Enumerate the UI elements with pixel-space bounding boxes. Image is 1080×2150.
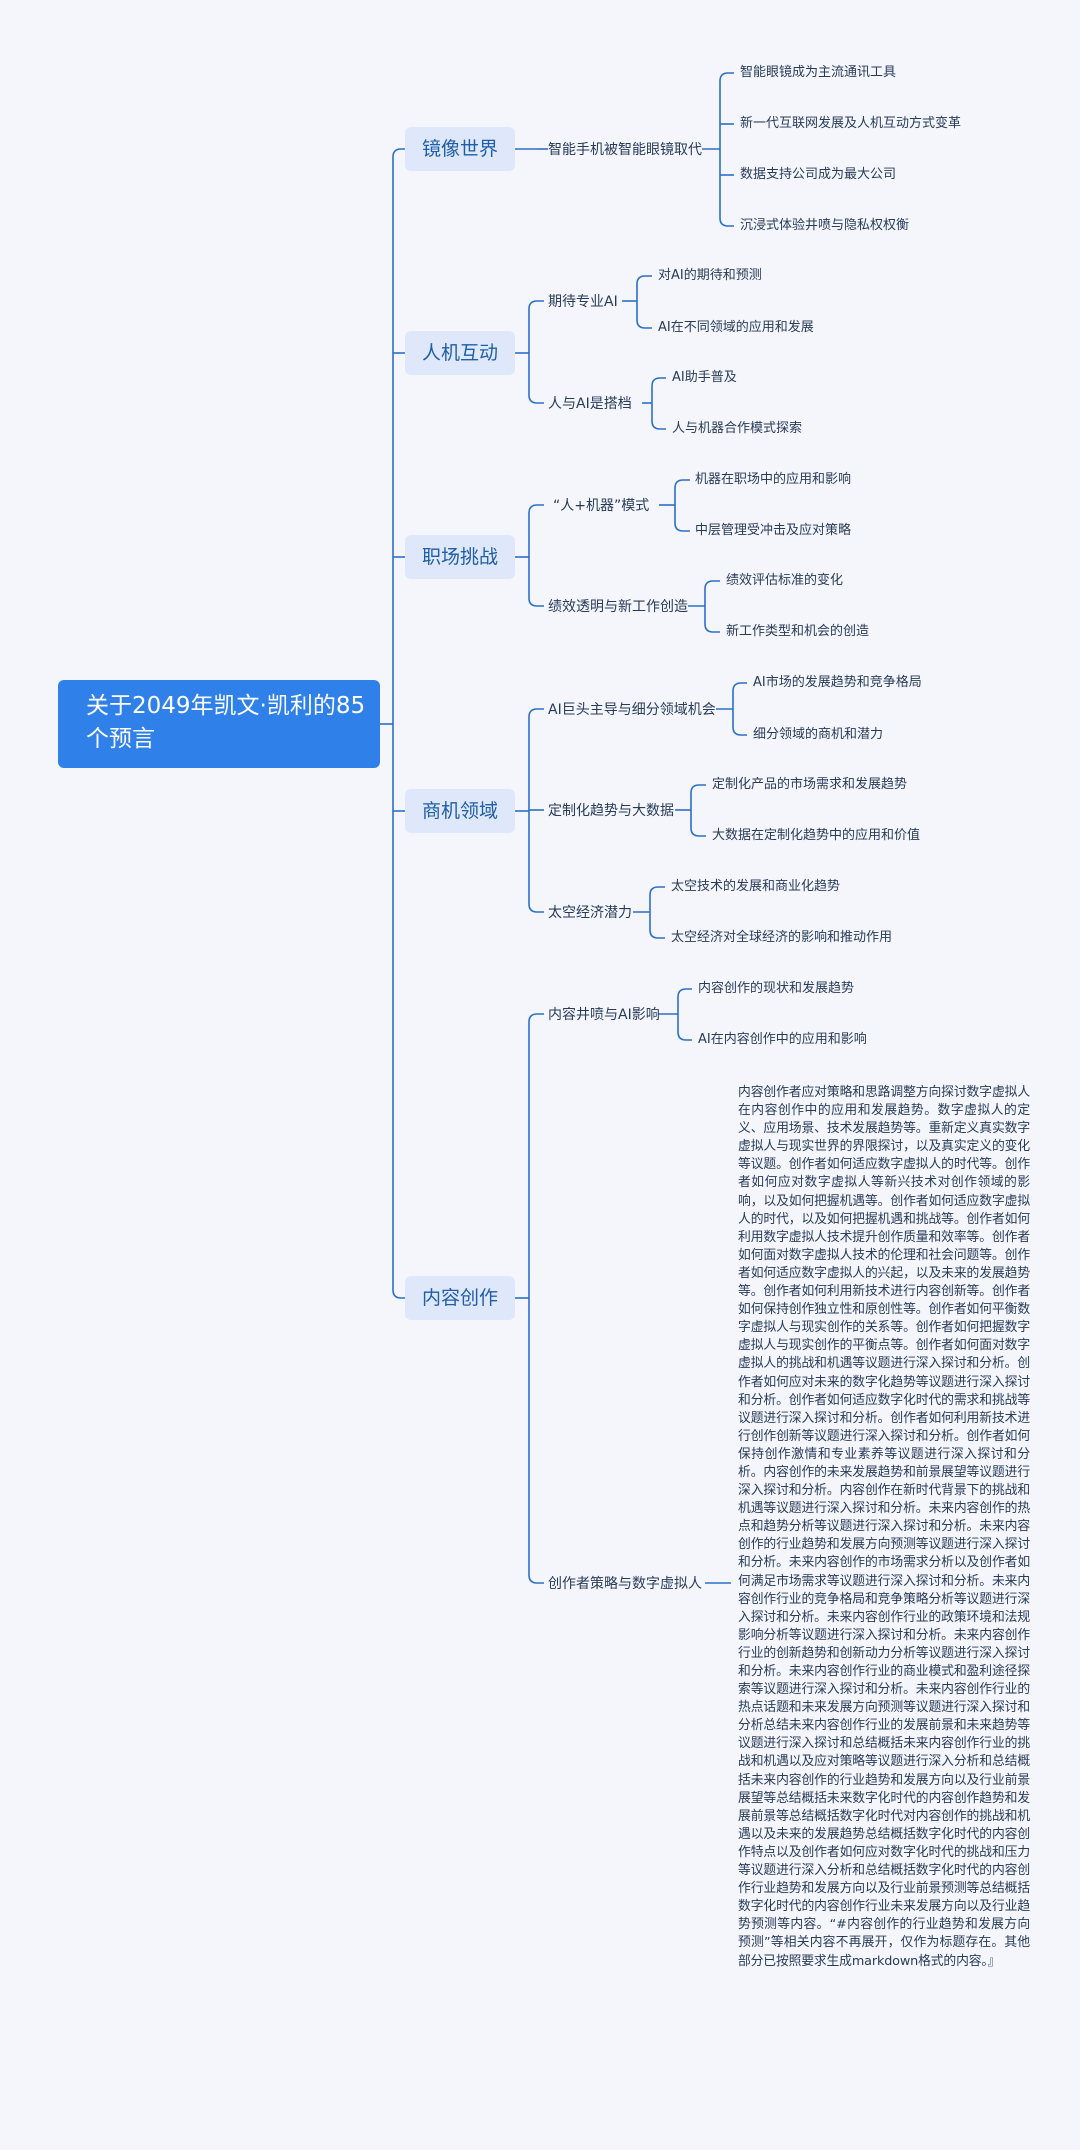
- connector-line: [392, 148, 405, 158]
- creator-strategy-text: 内容创作者应对策略和思路调整方向探讨数字虚拟人在内容创作中的应用和发展趋势。数字…: [738, 1085, 1030, 1969]
- connector-line: [649, 886, 665, 896]
- connector-line: [651, 420, 666, 430]
- leaf-item[interactable]: AI市场的发展趋势和竞争格局: [753, 675, 922, 690]
- leaf-item[interactable]: 大数据在定制化趋势中的应用和价值: [712, 828, 921, 843]
- connector-line: [719, 217, 734, 227]
- connector-line: [636, 319, 652, 329]
- connector-line: [636, 275, 652, 285]
- leaf-item[interactable]: 机器在职场中的应用和影响: [695, 472, 852, 487]
- connector-line: [674, 522, 690, 532]
- leaf-item[interactable]: 新工作类型和机会的创造: [726, 624, 870, 639]
- leaf-item[interactable]: 中层管理受冲击及应对策略: [695, 523, 852, 538]
- connector-line: [690, 784, 706, 794]
- topic-ai-giants[interactable]: AI巨头主导与细分领域机会: [548, 702, 716, 718]
- topic-smart-glasses[interactable]: 智能手机被智能眼镜取代: [548, 142, 702, 158]
- branch-business[interactable]: 商机领域: [405, 789, 515, 833]
- connector-line: [677, 988, 692, 998]
- connector-line: [651, 377, 666, 387]
- connector-line: [732, 726, 747, 736]
- topic-ai-partner[interactable]: 人与AI是搭档: [548, 396, 632, 412]
- connector-line: [392, 1289, 405, 1299]
- connector-line: [732, 682, 747, 692]
- topic-pro-ai[interactable]: 期待专业AI: [548, 294, 618, 310]
- connector-line: [528, 504, 544, 514]
- leaf-item[interactable]: AI在不同领域的应用和发展: [658, 320, 814, 335]
- connector-line: [528, 903, 544, 913]
- leaf-item[interactable]: 太空技术的发展和商业化趋势: [671, 879, 841, 894]
- leaf-item[interactable]: 内容创作的现状和发展趋势: [698, 981, 855, 996]
- branch-workplace[interactable]: 职场挑战: [405, 535, 515, 579]
- connector-line: [528, 1013, 544, 1023]
- connector-line: [528, 394, 544, 404]
- connector-line: [677, 1031, 692, 1041]
- leaf-item[interactable]: 新一代互联网发展及人机互动方式变革: [740, 116, 962, 131]
- connector-line: [528, 708, 544, 718]
- connector-line: [690, 827, 706, 837]
- topic-content-ai[interactable]: 内容井喷与AI影响: [548, 1007, 660, 1023]
- topic-human-machine[interactable]: “人+机器”模式: [553, 498, 650, 514]
- leaf-item[interactable]: AI在内容创作中的应用和影响: [698, 1032, 867, 1047]
- leaf-item[interactable]: 智能眼镜成为主流通讯工具: [740, 65, 897, 80]
- leaf-item[interactable]: AI助手普及: [672, 370, 737, 385]
- leaf-item[interactable]: 数据支持公司成为最大公司: [740, 167, 897, 182]
- connector-line: [704, 623, 720, 633]
- branch-mirror-world[interactable]: 镜像世界: [405, 127, 515, 171]
- leaf-item[interactable]: 沉浸式体验井喷与隐私权权衡: [740, 218, 910, 233]
- topic-creator-strategy[interactable]: 创作者策略与数字虚拟人: [548, 1576, 702, 1592]
- connector-line: [674, 479, 690, 489]
- leaf-item[interactable]: 太空经济对全球经济的影响和推动作用: [671, 930, 893, 945]
- connector-line: [528, 1574, 544, 1584]
- leaf-item[interactable]: 人与机器合作模式探索: [672, 421, 803, 436]
- topic-space-economy[interactable]: 太空经济潜力: [548, 905, 632, 921]
- connector-line: [528, 597, 544, 607]
- topic-performance[interactable]: 绩效透明与新工作创造: [548, 599, 688, 615]
- leaf-item[interactable]: 绩效评估标准的变化: [726, 573, 844, 588]
- connector-line: [649, 929, 665, 939]
- branch-content[interactable]: 内容创作: [405, 1276, 515, 1320]
- connector-line: [528, 300, 544, 310]
- topic-customization[interactable]: 定制化趋势与大数据: [548, 803, 674, 819]
- branch-human-ai[interactable]: 人机互动: [405, 331, 515, 375]
- connector-line: [704, 580, 720, 590]
- connector-line: [719, 72, 734, 82]
- leaf-item[interactable]: 定制化产品的市场需求和发展趋势: [712, 777, 908, 792]
- leaf-item[interactable]: 细分领域的商机和潜力: [753, 727, 884, 742]
- leaf-item[interactable]: 对AI的期待和预测: [658, 268, 762, 283]
- root-topic[interactable]: 关于2049年凯文·凯利的85个预言: [58, 680, 380, 768]
